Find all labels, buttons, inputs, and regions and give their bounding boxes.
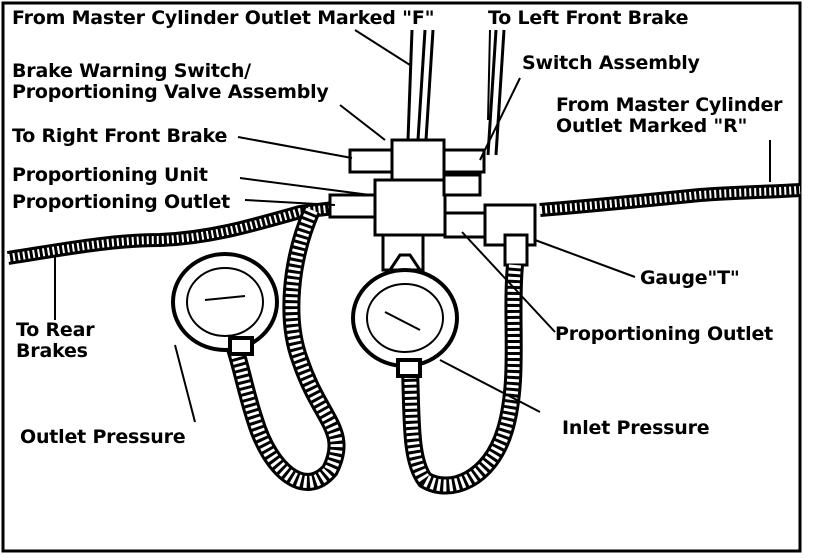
- gauge-t-fitting: [503, 233, 529, 267]
- leader-lines: [54, 29, 771, 423]
- master-cylinder-pipes: [406, 29, 506, 156]
- label-proportioning-outlet-left: Proportioning Outlet: [12, 191, 231, 213]
- label-rear-brakes-line2: Brakes: [16, 340, 88, 362]
- proportioning-valve-assembly: [328, 138, 537, 272]
- rear-brake-line: [6, 183, 801, 265]
- inlet-pressure-gauge: [351, 268, 459, 378]
- label-master-outlet-r-line1: From Master Cylinder: [556, 94, 783, 116]
- label-left-front-brake: To Left Front Brake: [488, 7, 689, 29]
- label-inlet-pressure: Inlet Pressure: [562, 417, 710, 439]
- gauge-hoses: [223, 206, 524, 495]
- label-master-outlet-r-line2: Outlet Marked "R": [556, 115, 748, 137]
- label-right-front-brake: To Right Front Brake: [12, 125, 228, 147]
- label-outlet-pressure: Outlet Pressure: [20, 426, 186, 448]
- label-proportioning-unit: Proportioning Unit: [12, 164, 208, 186]
- label-brake-warning-line2: Proportioning Valve Assembly: [12, 81, 329, 103]
- label-master-outlet-f: From Master Cylinder Outlet Marked "F": [12, 7, 435, 29]
- label-proportioning-outlet-right: Proportioning Outlet: [555, 323, 774, 345]
- border: [1, 1, 802, 553]
- label-brake-warning-line1: Brake Warning Switch/: [12, 60, 251, 82]
- outlet-pressure-gauge: [171, 252, 279, 356]
- label-switch-assembly: Switch Assembly: [522, 52, 700, 74]
- label-rear-brakes-line1: To Rear: [16, 319, 95, 341]
- label-gauge-t: Gauge"T": [640, 267, 740, 289]
